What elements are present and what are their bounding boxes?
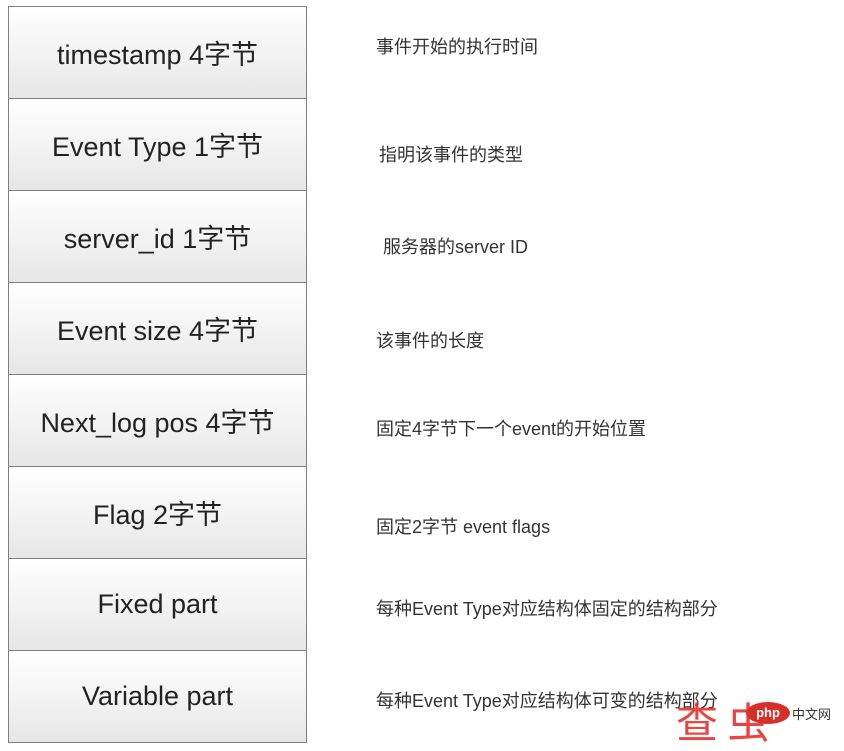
field-box-variable-part: Variable part — [8, 650, 307, 743]
watermark-site-text: 中文网 — [792, 707, 832, 722]
field-label: Event Type 1字节 — [51, 132, 264, 162]
site-watermark: 查 虫 php 中文网 — [676, 690, 836, 748]
php-logo-icon: php — [746, 702, 790, 724]
field-description-variable-part: 每种Event Type对应结构体可变的结构部分 — [376, 691, 718, 711]
field-box-flag: Flag 2字节 — [8, 466, 307, 559]
field-box-next-log-pos: Next_log pos 4字节 — [8, 374, 307, 467]
field-description-event-size: 该事件的长度 — [376, 331, 484, 351]
field-box-event-type: Event Type 1字节 — [8, 98, 307, 191]
field-description-event-type: 指明该事件的类型 — [379, 145, 523, 165]
field-description-timestamp: 事件开始的执行时间 — [376, 37, 538, 57]
field-label: Next_log pos 4字节 — [40, 408, 275, 438]
field-label: Flag 2字节 — [92, 500, 223, 530]
field-description-flag: 固定2字节 event flags — [376, 517, 551, 537]
field-label: timestamp 4字节 — [56, 40, 259, 70]
field-box-timestamp: timestamp 4字节 — [8, 6, 307, 99]
field-box-fixed-part: Fixed part — [8, 558, 307, 651]
field-label: Fixed part — [97, 589, 218, 619]
field-box-server-id: server_id 1字节 — [8, 190, 307, 283]
field-description-next-log-pos: 固定4字节下一个event的开始位置 — [376, 419, 647, 439]
field-label: Event size 4字节 — [56, 316, 259, 346]
field-description-server-id: 服务器的server ID — [383, 237, 529, 257]
field-label: server_id 1字节 — [63, 224, 252, 254]
field-label: Variable part — [81, 681, 234, 711]
field-description-fixed-part: 每种Event Type对应结构体固定的结构部分 — [376, 599, 718, 619]
field-box-event-size: Event size 4字节 — [8, 282, 307, 375]
